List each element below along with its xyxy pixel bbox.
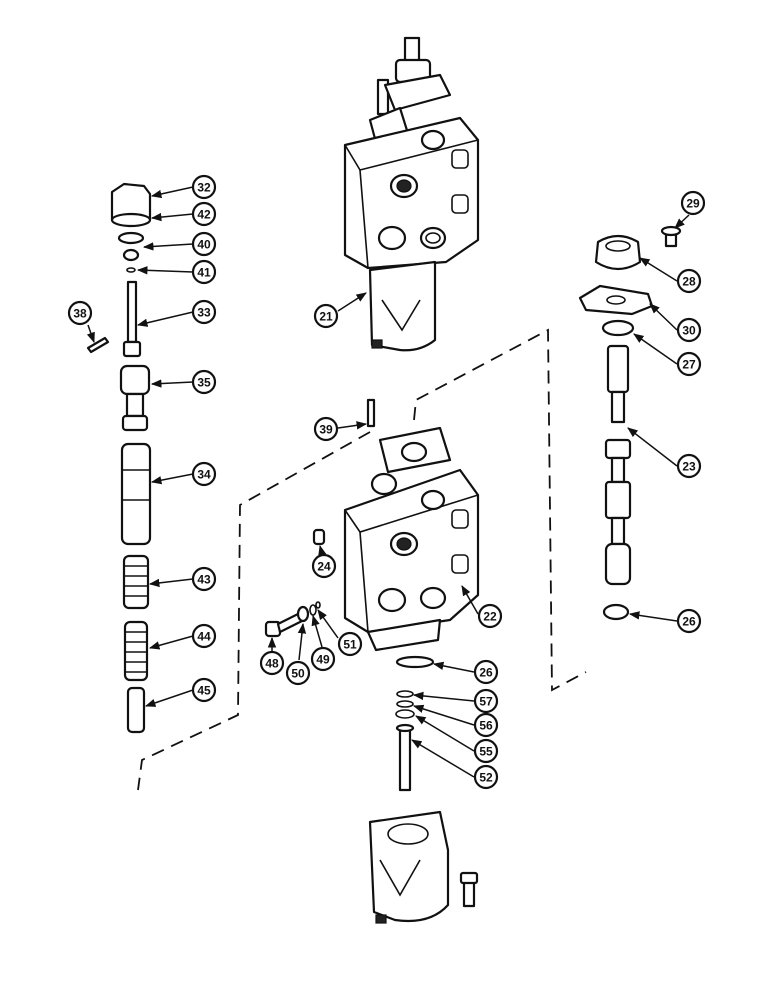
svg-text:43: 43 — [197, 573, 211, 587]
svg-text:29: 29 — [686, 197, 700, 211]
assembly-line-left — [137, 431, 371, 791]
svg-text:26: 26 — [682, 615, 696, 629]
callout-34: 34 — [191, 461, 217, 487]
callout-26-center: 26 — [473, 659, 499, 685]
callout-52: 52 — [473, 764, 499, 790]
svg-text:45: 45 — [197, 684, 211, 698]
svg-text:32: 32 — [197, 181, 211, 195]
svg-text:23: 23 — [682, 460, 696, 474]
svg-text:42: 42 — [197, 208, 211, 222]
callout-39: 39 — [313, 416, 339, 442]
callout-23: 23 — [676, 453, 702, 479]
callouts: 32 42 40 41 38 33 35 34 43 44 45 21 39 2… — [67, 174, 706, 790]
svg-text:56: 56 — [479, 719, 493, 733]
callout-49: 49 — [310, 646, 336, 672]
svg-text:33: 33 — [197, 306, 211, 320]
callout-42: 42 — [191, 201, 217, 227]
valve-section-middle — [343, 426, 480, 652]
svg-text:41: 41 — [197, 266, 211, 280]
callout-35: 35 — [191, 369, 217, 395]
svg-text:39: 39 — [319, 423, 333, 437]
callout-45: 45 — [191, 677, 217, 703]
callout-40: 40 — [191, 231, 217, 257]
callout-56: 56 — [473, 712, 499, 738]
svg-text:44: 44 — [197, 630, 211, 644]
callout-57: 57 — [473, 688, 499, 714]
svg-text:57: 57 — [479, 695, 493, 709]
svg-text:50: 50 — [291, 667, 305, 681]
svg-text:49: 49 — [316, 653, 330, 667]
callout-27: 27 — [676, 351, 702, 377]
svg-text:34: 34 — [197, 468, 211, 482]
callout-50: 50 — [285, 660, 311, 686]
callout-26-right: 26 — [676, 608, 702, 634]
svg-text:24: 24 — [317, 560, 331, 574]
svg-text:38: 38 — [73, 307, 87, 321]
svg-text:22: 22 — [483, 610, 497, 624]
svg-text:51: 51 — [343, 638, 357, 652]
svg-text:27: 27 — [682, 358, 696, 372]
svg-text:30: 30 — [682, 324, 696, 338]
callout-24: 24 — [311, 553, 337, 579]
callout-29: 29 — [680, 190, 706, 216]
svg-text:52: 52 — [479, 771, 493, 785]
callout-43: 43 — [191, 566, 217, 592]
callout-28: 28 — [676, 268, 702, 294]
callout-44: 44 — [191, 623, 217, 649]
callout-41: 41 — [191, 259, 217, 285]
left-part-stack — [86, 182, 152, 734]
callout-38: 38 — [67, 300, 93, 326]
callout-55: 55 — [473, 738, 499, 764]
svg-text:55: 55 — [479, 745, 493, 759]
callout-48: 48 — [259, 650, 285, 676]
svg-text:35: 35 — [197, 376, 211, 390]
valve-section-top — [343, 36, 480, 352]
callout-33: 33 — [191, 299, 217, 325]
small-centre-parts — [264, 398, 435, 792]
svg-text:26: 26 — [479, 666, 493, 680]
callout-32: 32 — [191, 174, 217, 200]
svg-text:21: 21 — [319, 310, 333, 324]
svg-text:40: 40 — [197, 238, 211, 252]
callout-51: 51 — [337, 631, 363, 657]
callout-21: 21 — [313, 303, 339, 329]
assembly-line-right — [413, 328, 587, 692]
svg-text:28: 28 — [682, 275, 696, 289]
leader-lines — [86, 186, 690, 778]
callout-22: 22 — [477, 603, 503, 629]
right-part-stack — [578, 225, 682, 621]
callout-30: 30 — [676, 317, 702, 343]
svg-text:48: 48 — [265, 657, 279, 671]
end-cap — [368, 810, 479, 924]
